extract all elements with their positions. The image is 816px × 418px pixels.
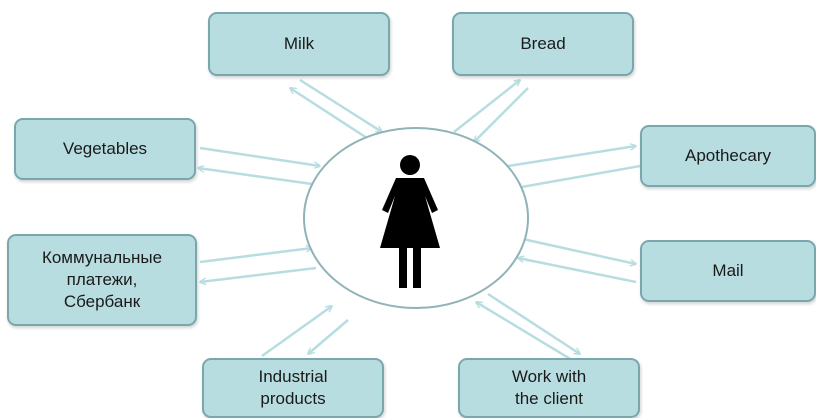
node-industrial-products-label: Industrial products xyxy=(258,367,328,408)
node-communal-payments-label: Коммунальные платежи, Сбербанк xyxy=(41,248,163,311)
arrow-bread-in xyxy=(474,87,529,142)
node-work-with-client-label: Work with the client xyxy=(511,367,587,408)
arrow-bread-out xyxy=(453,80,520,133)
arrow-mail-out xyxy=(518,258,637,284)
node-industrial-products: Industrial products xyxy=(202,358,384,418)
arrow-komm-out xyxy=(200,266,317,282)
arrow-mail-in xyxy=(517,236,636,264)
arrow-komm-in xyxy=(199,248,312,264)
arrow-milk-out xyxy=(290,88,371,142)
node-apothecary-label: Apothecary xyxy=(685,146,771,165)
node-bread-label: Bread xyxy=(520,34,566,53)
arrow-group xyxy=(198,78,641,362)
node-communal-payments: Коммунальные платежи, Сбербанк xyxy=(7,234,197,326)
node-vegetables: Vegetables xyxy=(14,118,196,180)
node-work-with-client: Work with the client xyxy=(458,358,640,418)
node-bread: Bread xyxy=(452,12,634,76)
arrow-apoth-out xyxy=(507,146,636,168)
node-apothecary: Apothecary xyxy=(640,125,816,187)
node-mail: Mail xyxy=(640,240,816,302)
arrow-ind-out xyxy=(308,319,349,354)
arrow-milk-in xyxy=(299,78,382,132)
node-milk-label: Milk xyxy=(283,34,315,53)
arrow-work-in xyxy=(487,292,580,354)
arrow-veg-in xyxy=(199,146,320,166)
arrow-veg-out xyxy=(198,168,313,186)
node-vegetables-label: Vegetables xyxy=(62,139,148,158)
node-mail-label: Mail xyxy=(712,261,744,280)
arrow-apoth-in xyxy=(516,164,641,188)
node-milk: Milk xyxy=(208,12,390,76)
arrow-ind-in xyxy=(261,306,332,358)
arrow-work-out xyxy=(476,302,573,362)
woman-figure-icon xyxy=(380,155,440,288)
